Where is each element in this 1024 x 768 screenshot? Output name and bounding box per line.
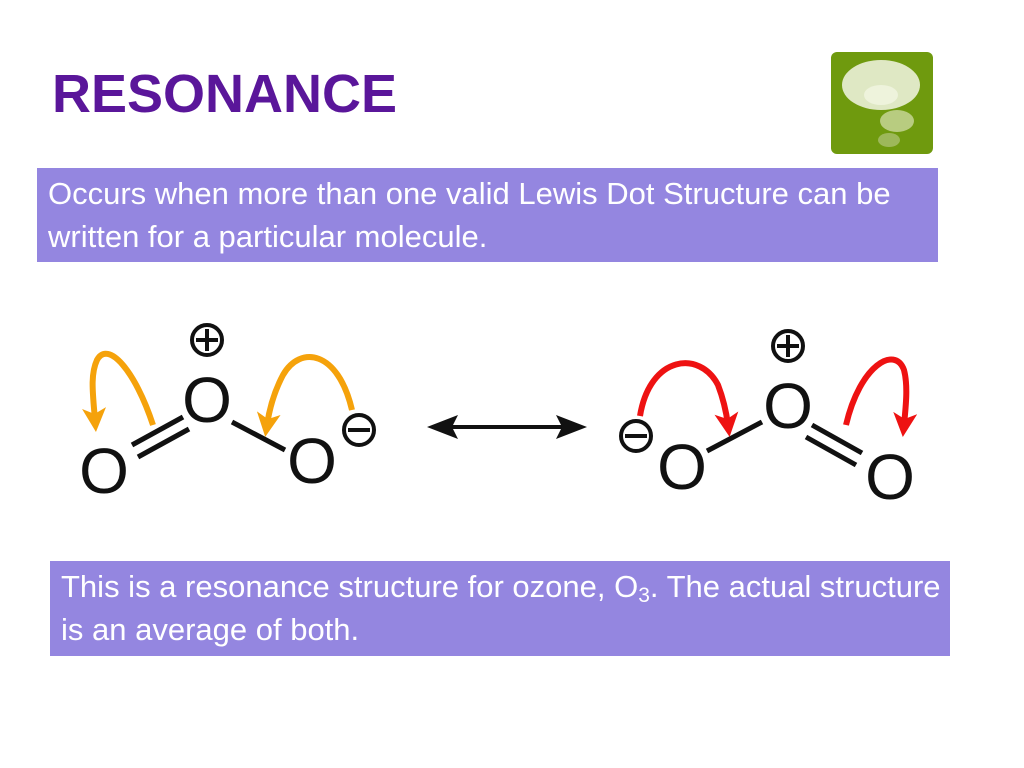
right-oxygen-right: O (865, 441, 915, 513)
right-oxygen-center: O (763, 370, 813, 442)
definition-text: Occurs when more than one valid Lewis Do… (48, 176, 891, 254)
right-double-bond-b (804, 434, 858, 468)
right-arrow-to-oxygen (843, 356, 918, 437)
note-text-end: . The actual structure is an average of … (61, 569, 941, 647)
left-oxygen-center: O (182, 364, 232, 436)
right-arrow-to-bond (637, 360, 739, 437)
right-oxygen-left: O (657, 431, 707, 503)
left-single-bond (230, 419, 287, 453)
left-double-bond-b (136, 426, 191, 460)
right-ozone-structure: O O O (619, 329, 918, 513)
left-negative-charge (342, 413, 376, 447)
left-arrow-to-bond (256, 354, 355, 437)
definition-box: Occurs when more than one valid Lewis Do… (37, 168, 938, 262)
left-oxygen-left: O (79, 435, 129, 507)
note-box: This is a resonance structure for ozone,… (50, 561, 950, 656)
left-double-bond-a (130, 414, 185, 448)
left-oxygen-right: O (287, 425, 337, 497)
right-double-bond-a (810, 422, 864, 456)
thought-bubble-icon (831, 52, 933, 154)
ozone-subscript: 3 (638, 584, 650, 607)
note-text-start: This is a resonance structure for ozone,… (61, 569, 639, 604)
left-positive-charge (190, 323, 224, 357)
right-positive-charge (771, 329, 805, 363)
right-single-bond (705, 419, 764, 454)
right-negative-charge (619, 419, 653, 453)
left-ozone-structure: O O O (79, 323, 376, 507)
resonance-double-arrow (427, 415, 587, 439)
slide-title: RESONANCE (52, 64, 398, 124)
left-arrow-to-oxygen (82, 350, 156, 432)
ozone-resonance-diagram: O O O O O O (79, 323, 918, 513)
